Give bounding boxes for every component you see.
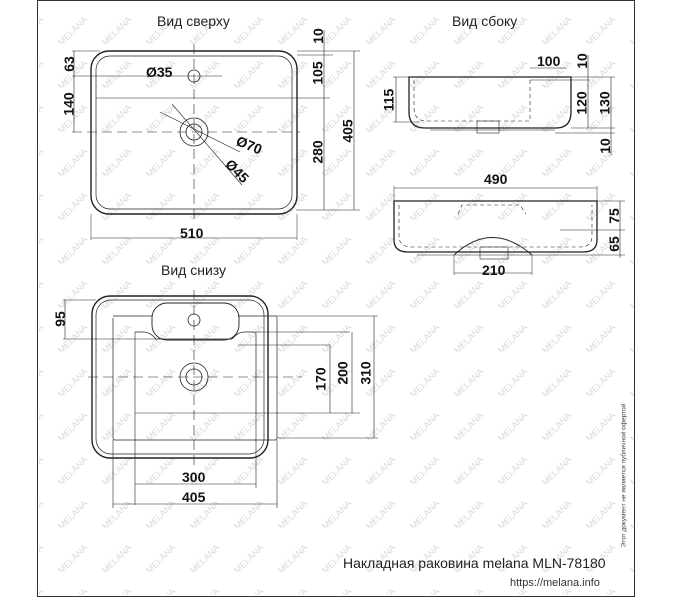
dim-tap-to-drain: 140: [60, 92, 77, 116]
dim-inner-170: 170: [312, 367, 329, 391]
dim-ledge-width: 100: [537, 53, 561, 69]
disclaimer-text: Этот документ не является публичной офер…: [620, 403, 628, 548]
dim-tap-from-edge: 63: [60, 56, 77, 72]
bottom-view-title: Вид снизу: [161, 262, 227, 278]
dim-drain-offset: 280: [309, 140, 326, 164]
dim-base-width: 210: [482, 262, 506, 278]
side-view-drawing: [393, 55, 615, 155]
dim-lower-height: 65: [605, 236, 622, 252]
dim-bowl-depth: 115: [380, 88, 397, 112]
top-view-title: Вид сверху: [157, 13, 230, 29]
dim-upper-height: 75: [605, 208, 622, 224]
dim-base-405: 405: [182, 489, 206, 505]
dim-top-depth: 405: [339, 119, 356, 143]
website-link[interactable]: https://melana.info: [510, 577, 600, 589]
bottom-view-drawing: [63, 290, 378, 508]
dim-tap-deck: 95: [51, 311, 68, 327]
dim-inner-200: 200: [334, 361, 351, 385]
dim-tap-hole: Ø35: [146, 64, 173, 80]
dim-inner-height: 120: [573, 91, 590, 115]
dim-length: 490: [484, 171, 508, 187]
product-title: Накладная раковина melana MLN-78180: [343, 555, 606, 571]
dim-rim-top: 10: [309, 28, 326, 44]
dim-top-width: 510: [180, 225, 204, 241]
dim-outer-310: 310: [357, 361, 374, 385]
dim-total-height: 130: [596, 91, 613, 115]
dim-top-thickness: 10: [573, 53, 590, 69]
top-view-drawing: [72, 30, 360, 240]
dim-base-300: 300: [182, 469, 206, 485]
dim-base-thickness: 10: [596, 138, 613, 154]
front-view-drawing: [393, 186, 625, 275]
side-view-title: Вид сбоку: [452, 13, 518, 29]
watermark-pattern: [39, 2, 634, 595]
dim-tap-offset: 105: [309, 61, 326, 85]
